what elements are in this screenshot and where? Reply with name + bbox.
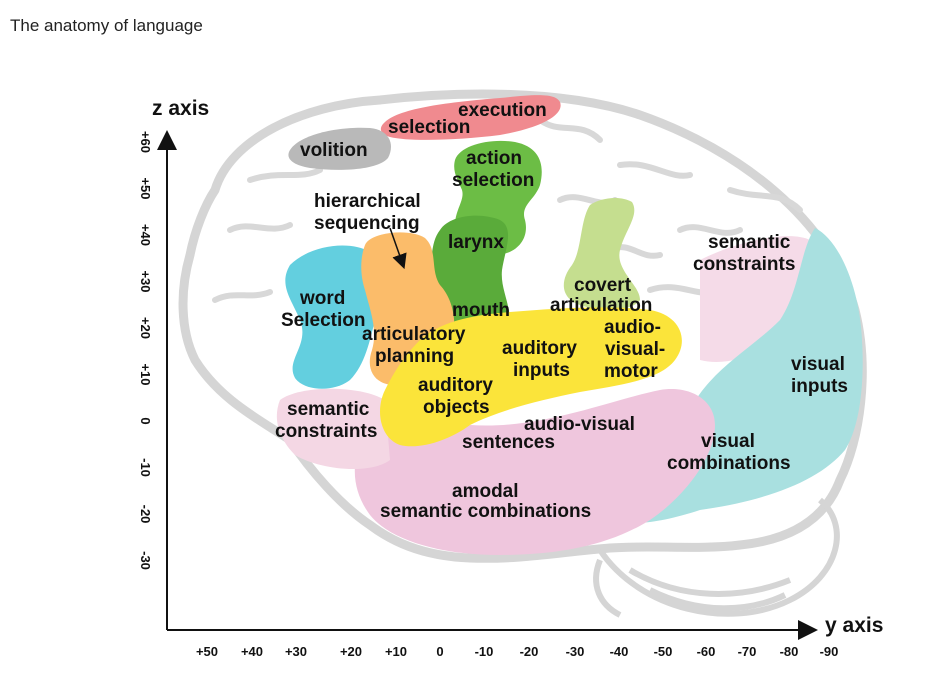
region-covert [563, 198, 640, 310]
z-tick-label: -30 [138, 551, 153, 570]
label-action-selection-1: action [466, 148, 522, 169]
page-title: The anatomy of language [10, 16, 203, 35]
z-tick-label: 0 [138, 417, 153, 424]
label-avm-2: visual- [605, 339, 665, 360]
y-tick-label: -90 [820, 644, 839, 659]
z-ticks: +60 +50 +40 +30 +20 +10 0 -10 -20 -30 [138, 131, 153, 570]
region-auditory [380, 307, 682, 447]
label-amodal-1: amodal [452, 481, 519, 502]
z-tick-label: +60 [138, 131, 153, 153]
label-amodal-2: semantic combinations [380, 501, 591, 522]
label-larynx: larynx [448, 232, 504, 253]
label-mouth: mouth [452, 300, 510, 321]
z-tick-label: -20 [138, 505, 153, 524]
brain-outline [178, 89, 867, 563]
label-semantic-front-1: semantic [287, 399, 370, 420]
y-tick-label: +40 [241, 644, 263, 659]
y-tick-label: 0 [436, 644, 443, 659]
label-execution: execution [458, 100, 547, 121]
label-avm-1: audio- [604, 317, 661, 338]
label-semantic-back-2: constraints [693, 254, 795, 275]
label-semantic-back-1: semantic [708, 232, 791, 253]
region-volition [288, 127, 391, 170]
y-tick-label: -80 [780, 644, 799, 659]
y-axis-label: y axis [825, 614, 883, 637]
cerebellum [593, 497, 840, 618]
label-auditory-objects-1: auditory [418, 375, 493, 396]
z-tick-label: +20 [138, 317, 153, 339]
y-tick-label: -70 [738, 644, 757, 659]
z-tick-label: +40 [138, 224, 153, 246]
z-tick-label: +50 [138, 177, 153, 199]
label-avm-3: motor [604, 361, 658, 382]
y-tick-label: -10 [475, 644, 494, 659]
y-ticks: +50 +40 +30 +20 +10 0 -10 -20 -30 -40 -50 -60 -70 -80… [196, 644, 838, 659]
y-tick-label: +30 [285, 644, 307, 659]
y-tick-label: -30 [566, 644, 585, 659]
y-tick-label: +50 [196, 644, 218, 659]
label-articulatory-1: articulatory [362, 324, 466, 345]
y-tick-label: +20 [340, 644, 362, 659]
label-word-2: Selection [281, 310, 365, 331]
label-articulatory-2: planning [375, 346, 454, 367]
label-avs-2: sentences [462, 432, 555, 453]
y-tick-label: -40 [610, 644, 629, 659]
label-action-selection-2: selection [452, 170, 534, 191]
y-tick-label: -60 [697, 644, 716, 659]
region-execution [380, 95, 561, 140]
label-visual-inputs-2: inputs [791, 376, 848, 397]
z-axis-label: z axis [152, 97, 209, 120]
sequencing-arrow [389, 227, 407, 270]
y-tick-label: +10 [385, 644, 407, 659]
label-hierarchical-1: hierarchical [314, 191, 421, 212]
label-covert-1: covert [574, 275, 632, 296]
label-visual-comb-2: combinations [667, 453, 791, 474]
label-visual-inputs-1: visual [791, 354, 845, 375]
label-visual-comb-1: visual [701, 431, 755, 452]
y-tick-label: -20 [520, 644, 539, 659]
label-semantic-front-2: constraints [275, 421, 377, 442]
label-auditory-inputs-2: inputs [513, 360, 570, 381]
z-tick-label: +10 [138, 363, 153, 385]
label-covert-2: articulation [550, 295, 652, 316]
label-avs-1: audio-visual [524, 414, 635, 435]
region-word [285, 245, 382, 389]
z-tick-label: -10 [138, 458, 153, 477]
z-tick-label: +30 [138, 270, 153, 292]
region-front-pink [276, 388, 390, 470]
label-selection: selection [388, 117, 470, 138]
label-hierarchical-2: sequencing [314, 213, 420, 234]
label-auditory-objects-2: objects [423, 397, 490, 418]
axes [157, 130, 818, 640]
label-volition: volition [300, 140, 368, 161]
label-auditory-inputs-1: auditory [502, 338, 577, 359]
label-word-1: word [299, 288, 345, 309]
y-tick-label: -50 [654, 644, 673, 659]
